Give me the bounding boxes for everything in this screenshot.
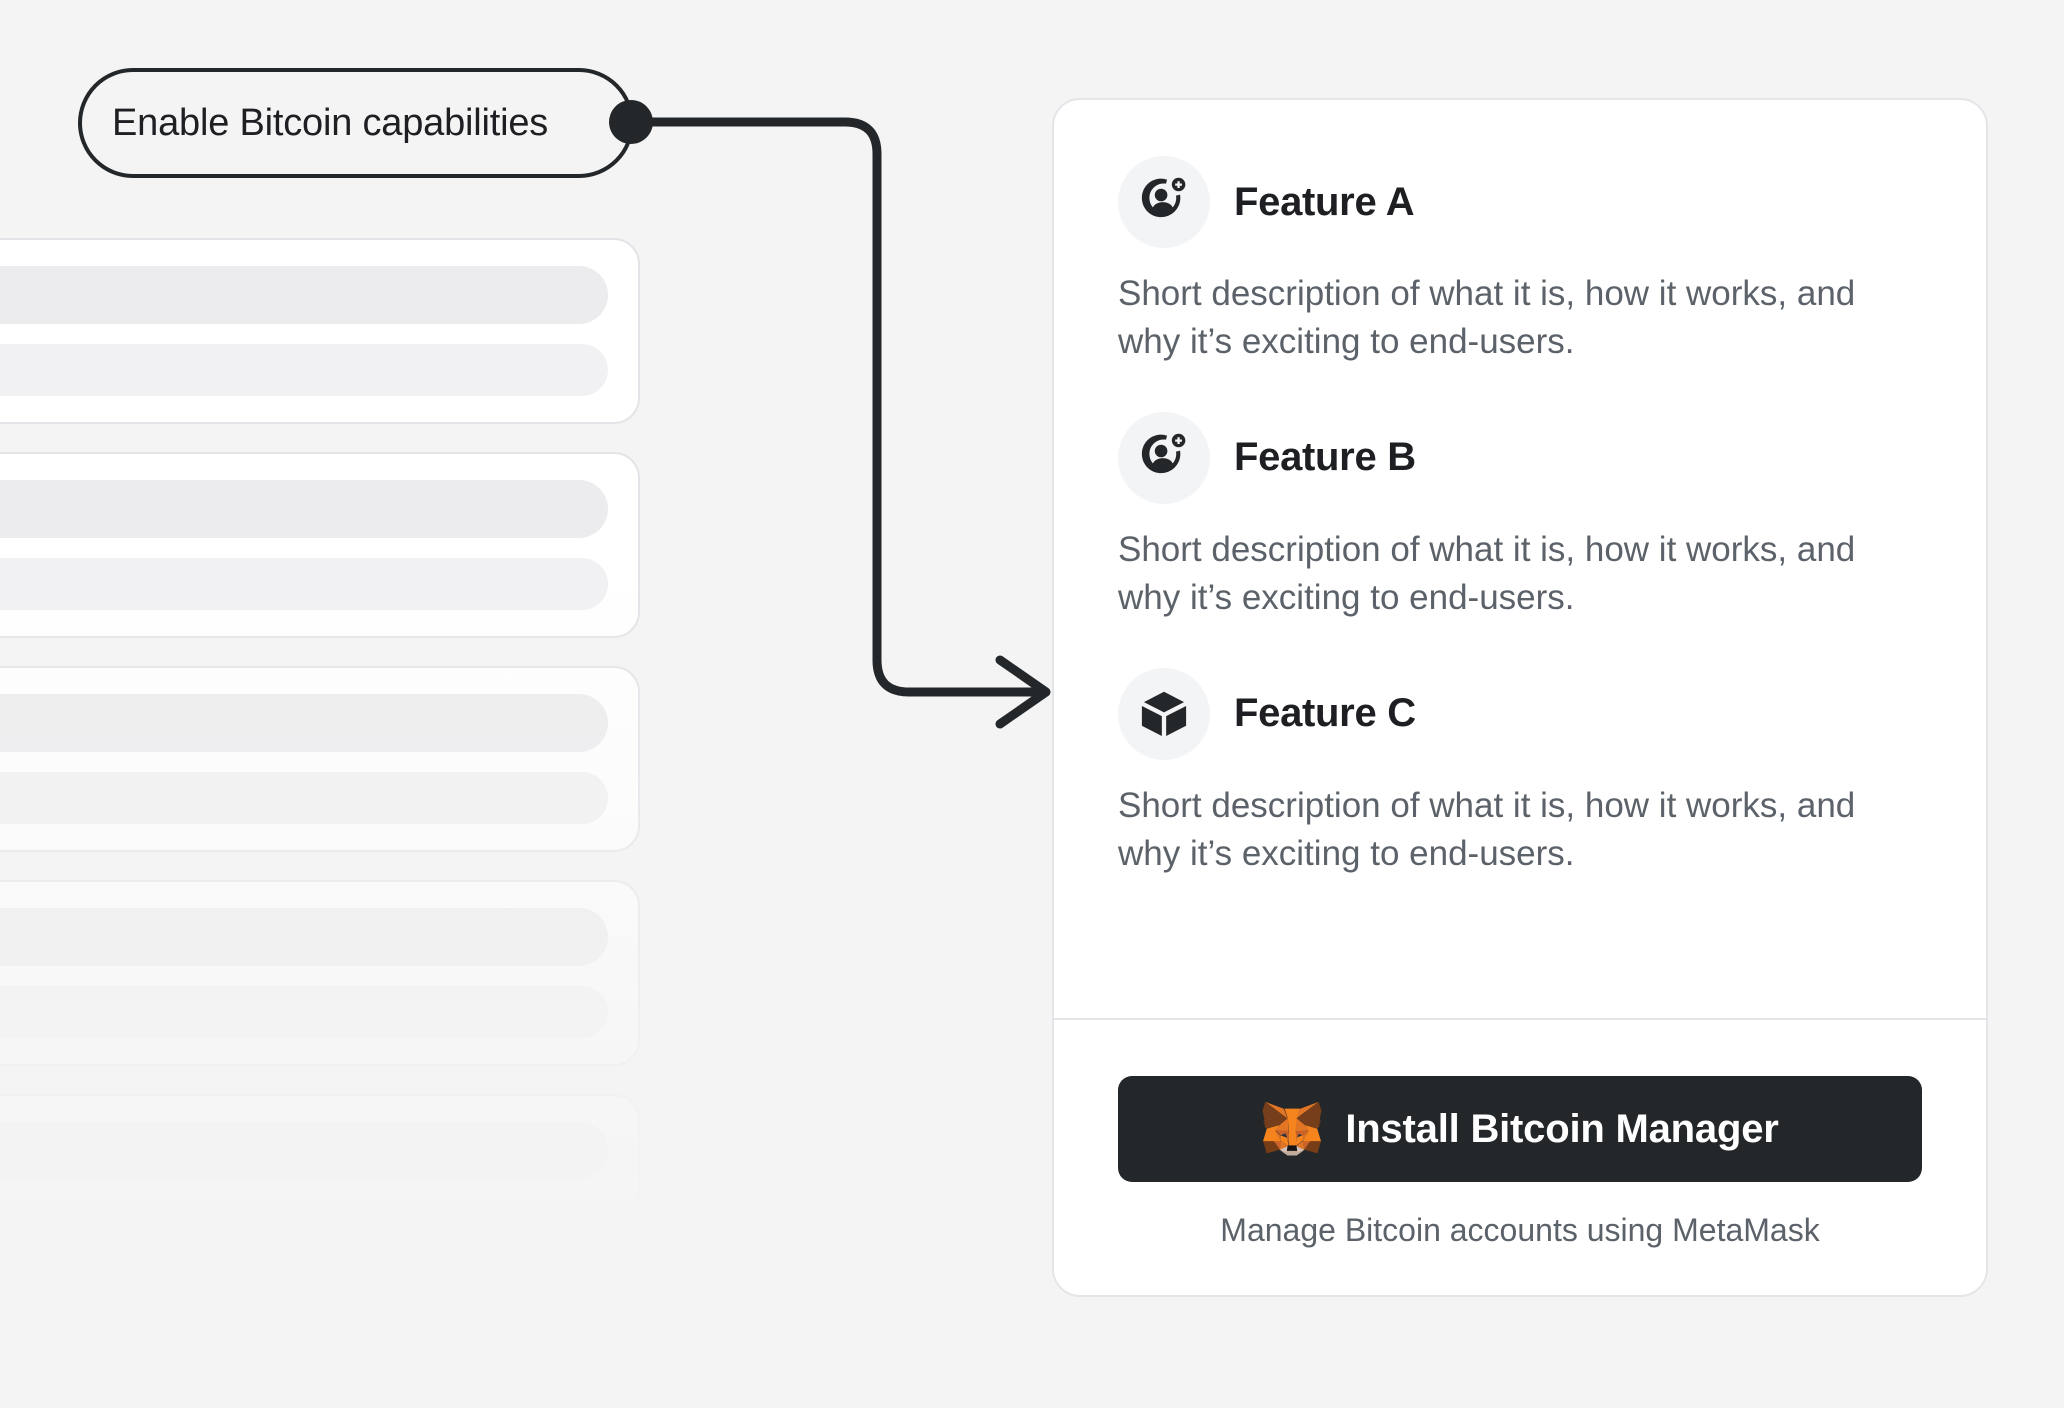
skeleton-card: [0, 238, 640, 424]
card-divider: [1054, 1018, 1986, 1020]
skeleton-bar-secondary: [0, 986, 608, 1038]
cube-icon: [1118, 667, 1210, 760]
skeleton-bar-primary: [0, 1336, 608, 1394]
card-footer: Install Bitcoin Manager Manage Bitcoin a…: [1054, 1020, 1986, 1295]
skeleton-card: [0, 452, 640, 638]
skeleton-card: [0, 1094, 640, 1280]
feature-item-a: Feature A Short description of what it i…: [1118, 156, 1922, 366]
skeleton-bar-primary: [0, 266, 608, 324]
user-add-icon: [1118, 156, 1210, 248]
user-add-icon: [1118, 411, 1210, 504]
feature-description: Short description of what it is, how it …: [1118, 274, 1856, 361]
skeleton-bar-primary: [0, 694, 608, 752]
install-caption: Manage Bitcoin accounts using MetaMask: [1220, 1212, 1820, 1248]
feature-description: Short description of what it is, how it …: [1118, 529, 1856, 617]
skeleton-bar-secondary: [0, 344, 608, 396]
feature-title: Feature C: [1234, 691, 1416, 736]
account-list-skeleton: [0, 238, 640, 1408]
skeleton-card: [0, 1308, 640, 1408]
feature-header: Feature B: [1118, 411, 1922, 504]
skeleton-bar-secondary: [0, 772, 608, 824]
annotation-label: Enable Bitcoin capabilities: [112, 101, 549, 144]
skeleton-bar-primary: [0, 908, 608, 966]
feature-description: Short description of what it is, how it …: [1118, 785, 1856, 873]
feature-item-b: Feature B Short description of what it i…: [1118, 411, 1922, 622]
install-button-label: Install Bitcoin Manager: [1345, 1106, 1779, 1151]
feature-item-c: Feature C Short description of what it i…: [1118, 667, 1922, 878]
skeleton-bar-secondary: [0, 1200, 608, 1252]
metamask-fox-icon: [1262, 1101, 1322, 1156]
annotation-callout: Enable Bitcoin capabilities: [78, 68, 634, 178]
skeleton-card: [0, 880, 640, 1066]
feature-header: Feature A: [1118, 156, 1922, 248]
skeleton-bar-primary: [0, 480, 608, 538]
feature-list: Feature A Short description of what it i…: [1054, 100, 1986, 1018]
feature-title: Feature B: [1234, 435, 1416, 480]
feature-title: Feature A: [1234, 179, 1415, 224]
feature-header: Feature C: [1118, 667, 1922, 760]
skeleton-bar-secondary: [0, 558, 608, 610]
install-bitcoin-manager-button[interactable]: Install Bitcoin Manager: [1118, 1076, 1922, 1182]
bitcoin-feature-card: Feature A Short description of what it i…: [1052, 98, 1988, 1297]
skeleton-card: [0, 666, 640, 852]
skeleton-bar-primary: [0, 1122, 608, 1180]
